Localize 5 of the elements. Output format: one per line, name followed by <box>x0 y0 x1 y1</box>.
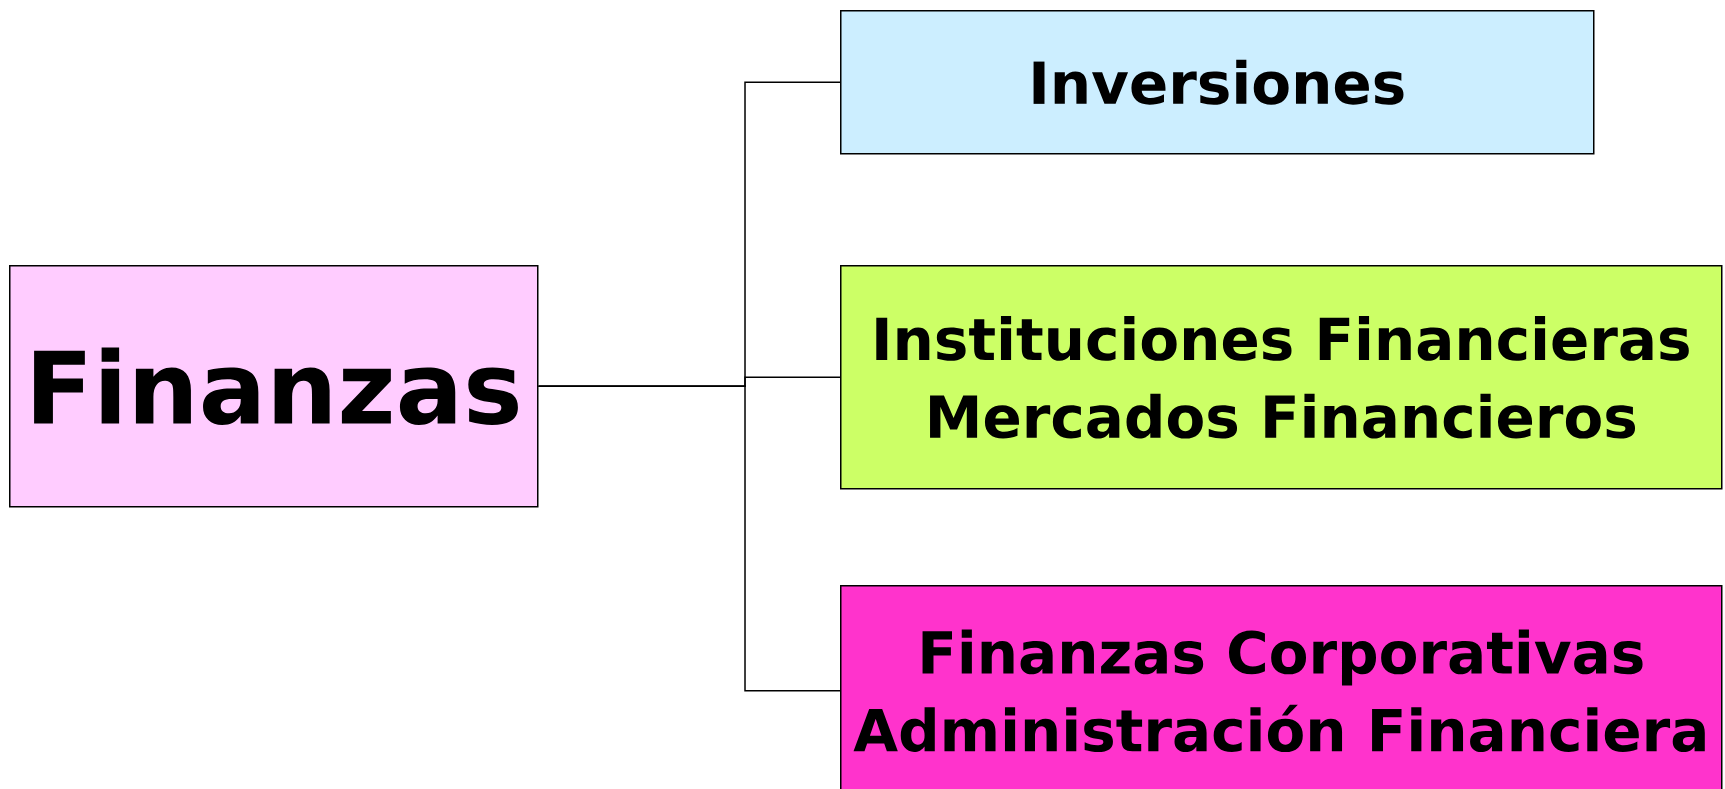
topic-box: Instituciones Financieras Mercados Financieros <box>840 265 1723 490</box>
connector-line <box>537 385 841 692</box>
topic-box: Inversiones <box>840 10 1595 155</box>
topic-box: Finanzas Corporativas Administración Financiera <box>840 585 1723 789</box>
main-topic-box: Finanzas <box>9 265 539 508</box>
